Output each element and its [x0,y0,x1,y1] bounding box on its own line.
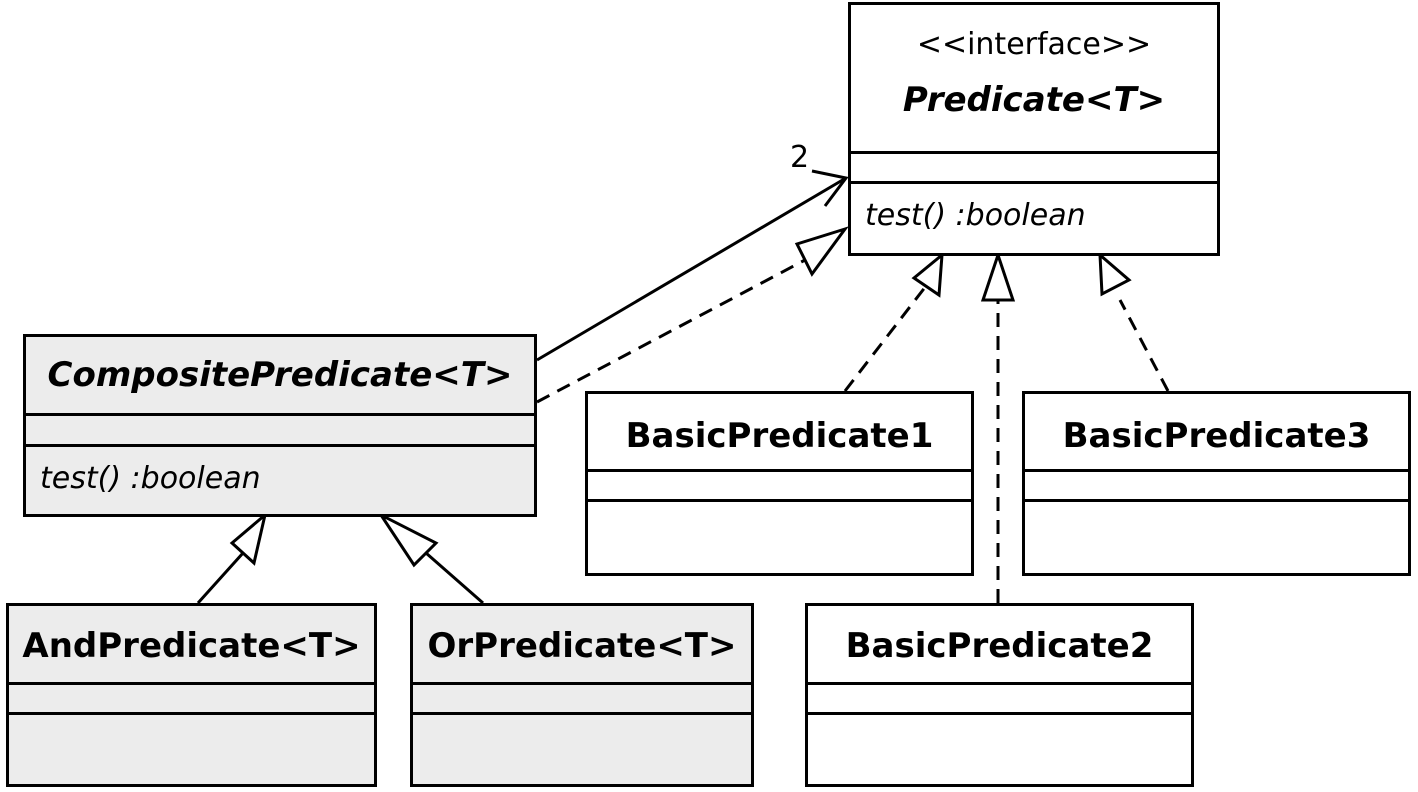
basic2-attributes [808,685,1191,715]
class-predicate: <<interface>> Predicate<T> test() :boole… [848,2,1220,256]
predicate-name-compartment: <<interface>> Predicate<T> [851,5,1217,154]
class-basic-predicate-1: BasicPredicate1 [585,391,974,576]
basic1-attributes [588,472,971,502]
or-name: OrPredicate<T> [427,626,737,666]
basic1-realizes-predicate [843,251,944,392]
and-extends-composite [196,510,268,605]
basic2-operations [808,715,1191,784]
or-extends-composite [376,511,484,605]
class-or-predicate: OrPredicate<T> [410,603,754,787]
basic2-realizes-predicate [980,250,1016,603]
or-operations [413,715,751,784]
composite-name-compartment: CompositePredicate<T> [26,337,534,416]
association-multiplicity: 2 [790,140,810,175]
or-attributes [413,685,751,715]
basic3-operations [1025,502,1408,573]
composite-to-predicate-association [536,169,849,362]
basic2-name: BasicPredicate2 [845,626,1154,666]
class-and-predicate: AndPredicate<T> [6,603,377,787]
basic1-name-compartment: BasicPredicate1 [588,394,971,472]
or-name-compartment: OrPredicate<T> [413,606,751,685]
predicate-operations: test() :boolean [851,184,1217,253]
basic1-name: BasicPredicate1 [625,416,934,456]
and-operations [9,715,374,784]
basic1-operations [588,502,971,573]
and-name: AndPredicate<T> [22,626,361,666]
composite-realizes-predicate [536,226,849,404]
basic3-realizes-predicate [1098,251,1170,392]
class-basic-predicate-2: BasicPredicate2 [805,603,1194,787]
basic3-name: BasicPredicate3 [1062,416,1371,456]
basic3-attributes [1025,472,1408,502]
and-name-compartment: AndPredicate<T> [9,606,374,685]
composite-name: CompositePredicate<T> [47,355,513,395]
class-composite-predicate: CompositePredicate<T> test() :boolean [23,334,537,517]
predicate-operation: test() :boolean [865,198,1086,233]
composite-operations: test() :boolean [26,447,534,514]
predicate-name: Predicate<T> [902,80,1166,120]
predicate-attributes [851,154,1217,184]
composite-attributes [26,416,534,447]
class-basic-predicate-3: BasicPredicate3 [1022,391,1411,576]
basic3-name-compartment: BasicPredicate3 [1025,394,1408,472]
composite-operation: test() :boolean [40,461,261,496]
and-attributes [9,685,374,715]
predicate-stereotype: <<interface>> [916,27,1152,62]
basic2-name-compartment: BasicPredicate2 [808,606,1191,685]
